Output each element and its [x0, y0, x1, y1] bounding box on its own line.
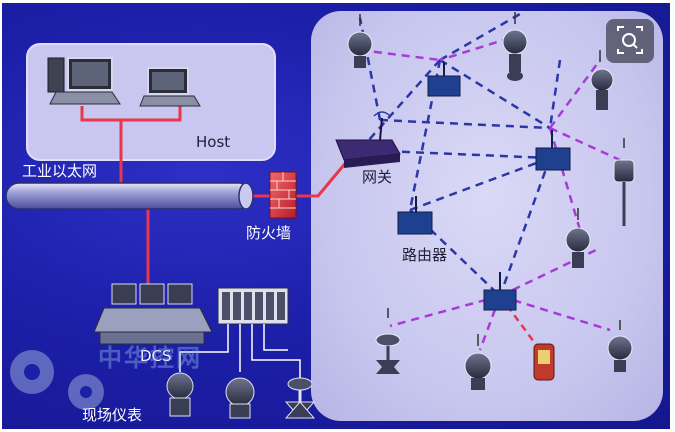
router-device-2: [535, 130, 571, 171]
wireless-transmitter-top-center: [502, 12, 528, 81]
wireless-transmitter-bottom-center: [464, 334, 492, 390]
watermark: 中华控网: [98, 344, 202, 372]
wireless-temperature-probe: [613, 138, 635, 226]
firewall-to-gateway-wire: [296, 159, 350, 198]
wireless-transmitter-top-left: [347, 14, 373, 68]
search-icon: [617, 26, 643, 54]
wireless-control-valve: [375, 308, 401, 374]
wireless-transmitter-bottom-right: [607, 320, 633, 372]
host-desktop-computer: [47, 57, 121, 105]
dcs-label: DCS: [140, 347, 172, 365]
gear-icon: [10, 350, 104, 410]
wireless-transmitter-top-right: [590, 50, 614, 110]
router-label: 路由器: [402, 246, 448, 264]
dcs-field-wiring: [179, 324, 301, 378]
image-search-button[interactable]: [606, 19, 654, 63]
gateway-device: [335, 111, 401, 168]
host-laptop: [139, 67, 201, 107]
wired-field-transmitter-2: [225, 377, 255, 419]
router-device-1: [427, 62, 461, 97]
firewall-icon: [269, 171, 297, 219]
wireless-handheld-device: [533, 343, 555, 381]
gateway-label: 网关: [362, 168, 393, 186]
wireless-transmitter-mid-right: [565, 208, 591, 268]
field-instruments-label: 现场仪表: [82, 406, 143, 424]
wireless-mesh-links: [358, 12, 562, 297]
wired-field-valve: [284, 377, 316, 419]
wired-field-transmitter-1: [166, 372, 194, 417]
ethernet-label: 工业以太网: [22, 162, 98, 180]
dcs-controller-cabinet: [217, 287, 289, 325]
dcs-operator-station: [93, 283, 213, 345]
host-wire: [80, 106, 182, 122]
industrial-ethernet-bus: [5, 182, 254, 210]
router-device-4: [483, 272, 517, 311]
firewall-label: 防火墙: [246, 224, 292, 242]
host-label: Host: [196, 133, 231, 151]
router-device-3: [397, 196, 433, 235]
